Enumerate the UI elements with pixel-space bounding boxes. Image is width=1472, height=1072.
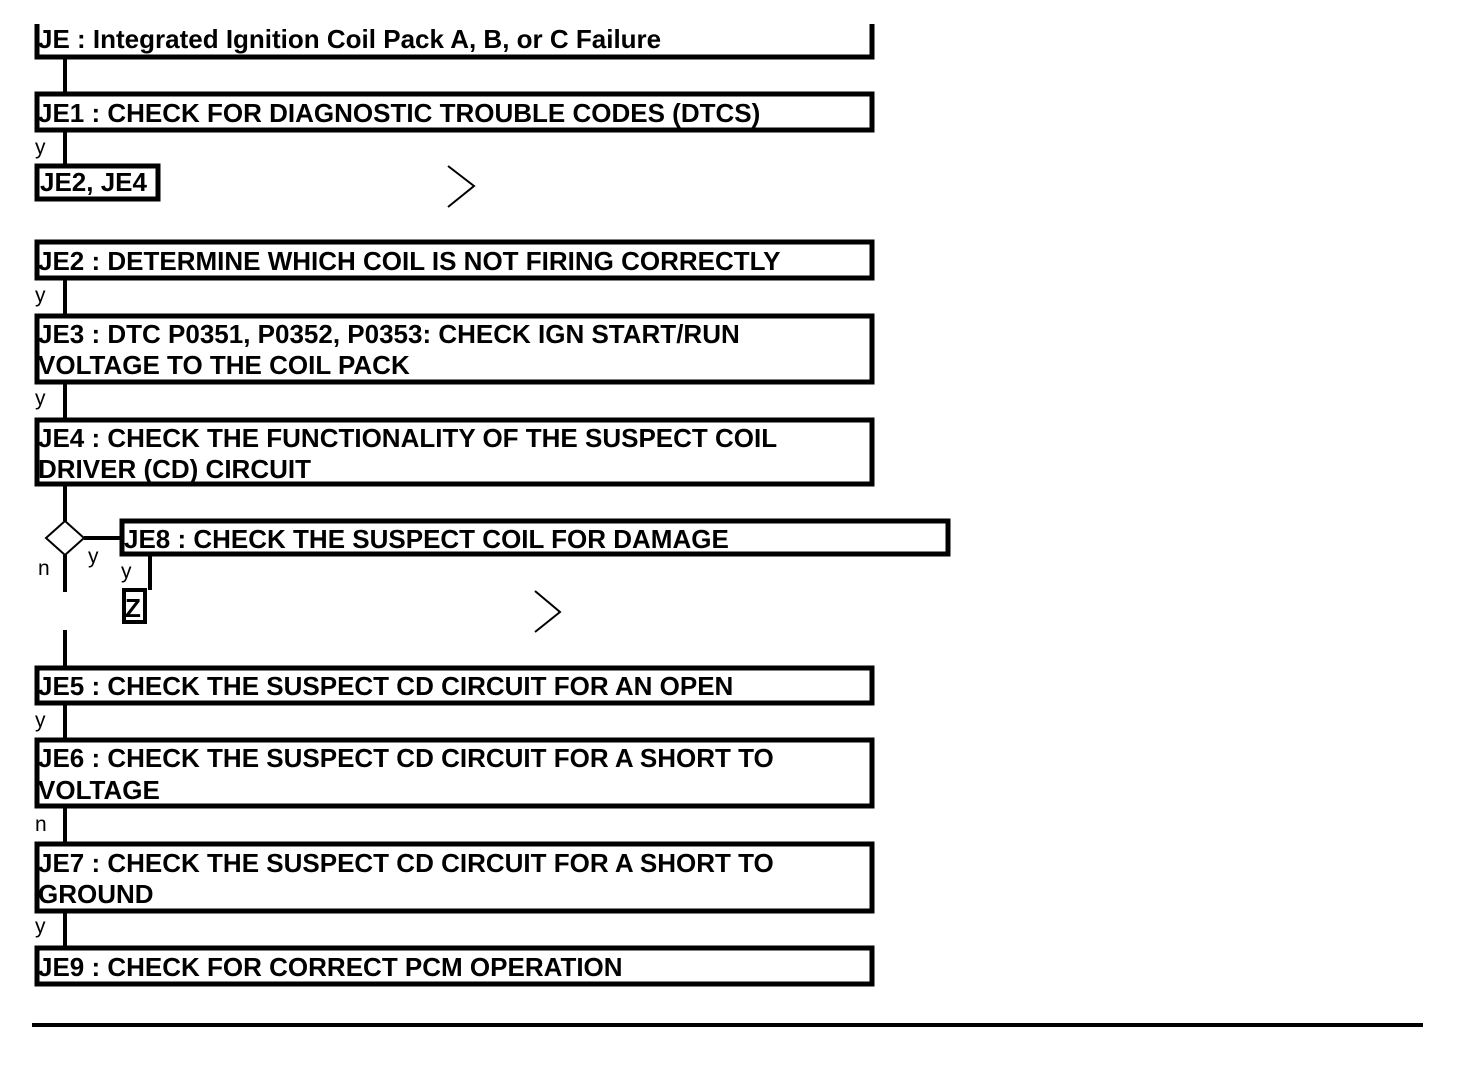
branch-label: n	[38, 557, 50, 580]
step-je3[interactable]: JE3 : DTC P0351, P0352, P0353: CHECK IGN…	[34, 313, 875, 385]
branch-label: y	[35, 136, 46, 159]
goto-z-label: Z	[125, 593, 141, 623]
step-je7-line-2: GROUND	[38, 879, 154, 909]
title-text: JE : Integrated Ignition Coil Pack A, B,…	[38, 24, 661, 54]
step-je8-line-1: JE8 : CHECK THE SUSPECT COIL FOR DAMAGE	[124, 524, 729, 554]
step-je1-line-1: JE1 : CHECK FOR DIAGNOSTIC TROUBLE CODES…	[38, 98, 760, 128]
step-je3-line-1: JE3 : DTC P0351, P0352, P0353: CHECK IGN…	[38, 319, 740, 349]
goto-je2-je4[interactable]: JE2, JE4	[34, 163, 161, 202]
step-je4-line-2: DRIVER (CD) CIRCUIT	[38, 454, 311, 484]
step-je7-line-1: JE7 : CHECK THE SUSPECT CD CIRCUIT FOR A…	[38, 848, 774, 878]
step-je4-line-1: JE4 : CHECK THE FUNCTIONALITY OF THE SUS…	[38, 423, 777, 453]
continue-chevron-icon	[534, 590, 562, 633]
goto-z[interactable]: Z	[122, 588, 147, 624]
step-je5-line-1: JE5 : CHECK THE SUSPECT CD CIRCUIT FOR A…	[38, 671, 733, 701]
step-je1[interactable]: JE1 : CHECK FOR DIAGNOSTIC TROUBLE CODES…	[34, 91, 875, 133]
step-je7[interactable]: JE7 : CHECK THE SUSPECT CD CIRCUIT FOR A…	[34, 841, 875, 914]
step-je2[interactable]: JE2 : DETERMINE WHICH COIL IS NOT FIRING…	[34, 239, 875, 281]
continue-chevron-icon	[447, 165, 476, 208]
step-je8[interactable]: JE8 : CHECK THE SUSPECT COIL FOR DAMAGE	[119, 518, 951, 557]
step-je6-line-2: VOLTAGE	[38, 775, 160, 805]
branch-label: y	[35, 915, 46, 938]
branch-label: y	[35, 387, 46, 410]
decision-diamond-icon	[44, 519, 86, 557]
step-je2-line-1: JE2 : DETERMINE WHICH COIL IS NOT FIRING…	[38, 246, 781, 276]
branch-labels: y y y y n y y n y	[35, 136, 132, 938]
branch-label: y	[88, 545, 99, 568]
branch-label: y	[121, 560, 132, 583]
title-box: JE : Integrated Ignition Coil Pack A, B,…	[34, 24, 875, 60]
step-je6[interactable]: JE6 : CHECK THE SUSPECT CD CIRCUIT FOR A…	[34, 737, 875, 809]
step-je4[interactable]: JE4 : CHECK THE FUNCTIONALITY OF THE SUS…	[34, 417, 875, 487]
branch-label: n	[35, 813, 47, 836]
step-je9[interactable]: JE9 : CHECK FOR CORRECT PCM OPERATION	[34, 945, 875, 987]
step-je9-line-1: JE9 : CHECK FOR CORRECT PCM OPERATION	[38, 952, 623, 982]
step-je3-line-2: VOLTAGE TO THE COIL PACK	[38, 350, 410, 380]
connector-lines	[32, 58, 1423, 1027]
step-je5[interactable]: JE5 : CHECK THE SUSPECT CD CIRCUIT FOR A…	[34, 665, 875, 706]
branch-label: y	[35, 709, 46, 732]
goto-je2-je4-label: JE2, JE4	[40, 167, 148, 197]
step-je6-line-1: JE6 : CHECK THE SUSPECT CD CIRCUIT FOR A…	[38, 743, 774, 773]
branch-label: y	[35, 284, 46, 307]
